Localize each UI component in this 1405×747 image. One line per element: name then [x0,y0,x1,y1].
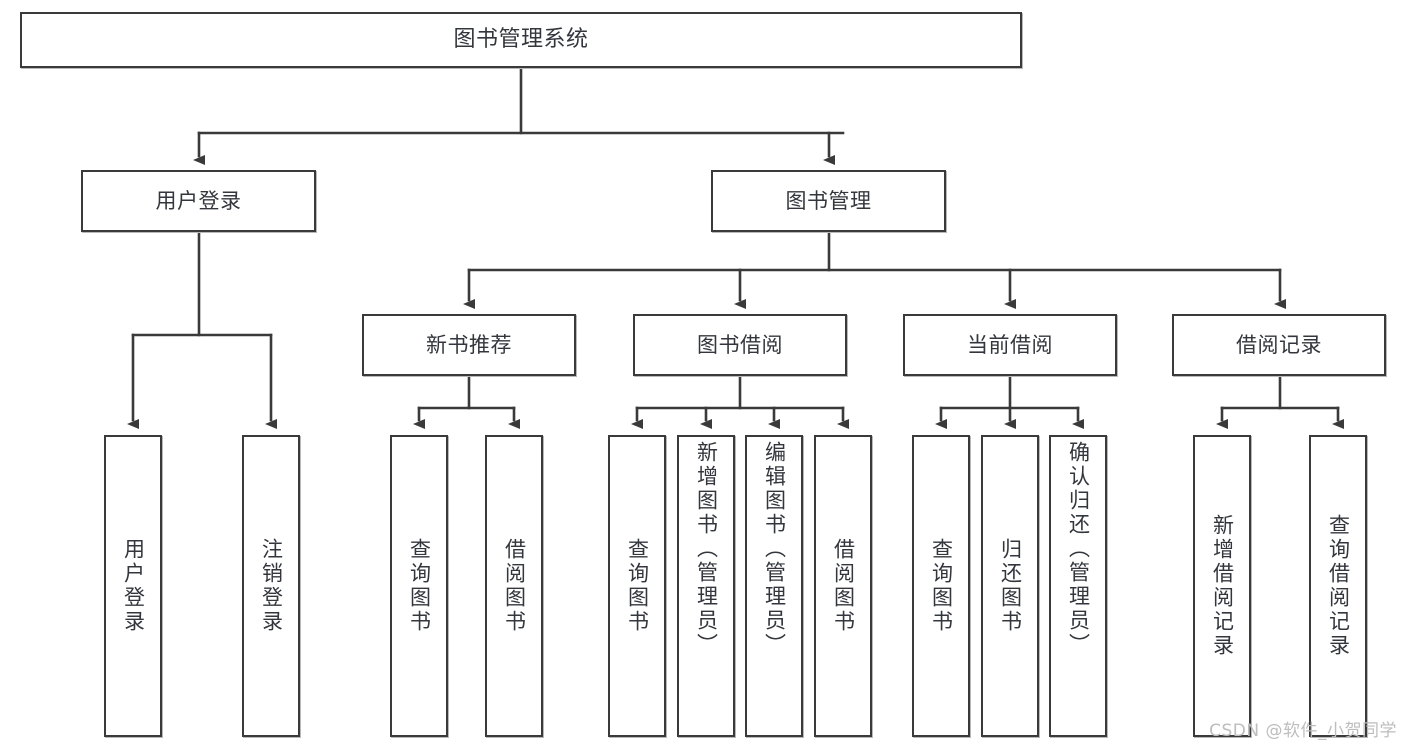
node-new-book-recommend-label: 新书推荐 [426,332,512,357]
node-user-login-label: 用户登录 [155,188,242,213]
node-leaf-add-record-label: 新增借阅记录 [1210,514,1235,658]
node-book-manage[interactable]: 图书管理 [711,170,946,232]
node-book-borrow[interactable]: 图书借阅 [633,314,847,376]
node-user-login[interactable]: 用户登录 [81,170,316,232]
node-current-borrow[interactable]: 当前借阅 [903,314,1117,376]
node-leaf-confirm-return-label: 确认归还（管理员） [1066,441,1091,657]
node-leaf-query-book-2[interactable]: 查询图书 [608,435,666,737]
node-borrow-record-label: 借阅记录 [1236,332,1322,357]
node-current-borrow-label: 当前借阅 [967,332,1053,357]
node-leaf-borrow-book-2-label: 借阅图书 [831,538,856,634]
node-leaf-logout-label: 注销登录 [259,538,284,634]
node-leaf-logout[interactable]: 注销登录 [242,435,300,737]
node-book-manage-label: 图书管理 [785,188,872,213]
node-leaf-edit-book[interactable]: 编辑图书（管理员） [745,435,803,737]
node-root-system[interactable]: 图书管理系统 [20,12,1022,68]
node-leaf-query-record-label: 查询借阅记录 [1326,514,1351,658]
node-leaf-add-book[interactable]: 新增图书（管理员） [677,435,735,737]
csdn-watermark: CSDN @软件_小贺同学 [1209,721,1397,741]
node-leaf-add-record[interactable]: 新增借阅记录 [1193,435,1251,737]
node-leaf-query-book-1-label: 查询图书 [407,538,432,634]
node-new-book-recommend[interactable]: 新书推荐 [362,314,576,376]
node-leaf-query-book-2-label: 查询图书 [625,538,650,634]
node-leaf-confirm-return[interactable]: 确认归还（管理员） [1049,435,1107,737]
node-leaf-query-book-3[interactable]: 查询图书 [912,435,970,737]
node-leaf-query-record[interactable]: 查询借阅记录 [1309,435,1367,737]
node-leaf-query-book-1[interactable]: 查询图书 [390,435,448,737]
node-leaf-user-login-label: 用户登录 [121,538,146,634]
node-root-label: 图书管理系统 [453,27,589,53]
node-leaf-query-book-3-label: 查询图书 [929,538,954,634]
node-leaf-user-login[interactable]: 用户登录 [104,435,162,737]
node-leaf-return-book-label: 归还图书 [998,538,1023,634]
node-book-borrow-label: 图书借阅 [697,332,783,357]
node-leaf-add-book-label: 新增图书（管理员） [694,441,719,657]
node-leaf-edit-book-label: 编辑图书（管理员） [762,441,787,657]
node-leaf-borrow-book-1-label: 借阅图书 [502,538,527,634]
node-leaf-return-book[interactable]: 归还图书 [981,435,1039,737]
node-leaf-borrow-book-1[interactable]: 借阅图书 [485,435,543,737]
node-borrow-record[interactable]: 借阅记录 [1172,314,1386,376]
node-leaf-borrow-book-2[interactable]: 借阅图书 [814,435,872,737]
